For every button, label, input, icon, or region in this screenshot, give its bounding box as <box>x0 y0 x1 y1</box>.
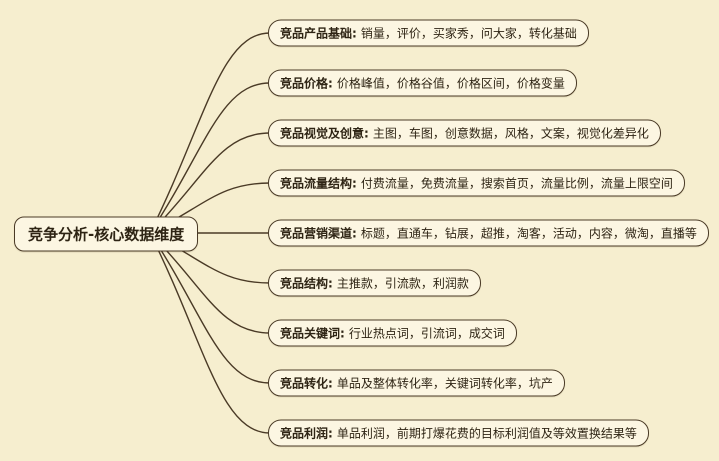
branch-title: 竞品视觉及创意: <box>280 126 369 141</box>
branch-connector <box>149 232 271 334</box>
branch-detail: 标题，直通车，钻展，超推，淘客，活动，内容，微淘，直播等 <box>360 226 697 241</box>
branch-detail: 单品及整体转化率，关键词转化率，坑产 <box>336 376 553 391</box>
branch-title: 竞品产品基础: <box>280 26 357 41</box>
branch-connector <box>149 32 271 234</box>
branch-node-conversion[interactable]: 竞品转化:单品及整体转化率，关键词转化率，坑产 <box>268 369 565 397</box>
branch-node-traffic-structure[interactable]: 竞品流量结构:付费流量，免费流量，搜索首页，流量比例，流量上限空间 <box>268 169 685 197</box>
root-node[interactable]: 竞争分析-核心数据维度 <box>14 216 199 252</box>
branch-title: 竞品结构: <box>280 276 333 291</box>
branch-title: 竞品利润: <box>280 426 333 441</box>
branch-connector <box>149 82 271 234</box>
branch-title: 竞品价格: <box>280 76 333 91</box>
branch-node-visual-creative[interactable]: 竞品视觉及创意:主图，车图，创意数据，风格，文案，视觉化差异化 <box>268 119 661 147</box>
branch-title: 竞品关键词: <box>280 326 345 341</box>
branch-title: 竞品流量结构: <box>280 176 357 191</box>
branch-detail: 销量，评价，买家秀，问大家，转化基础 <box>360 26 577 41</box>
branch-detail: 价格峰值，价格谷值，价格区间，价格变量 <box>336 76 565 91</box>
branch-node-price[interactable]: 竞品价格:价格峰值，价格谷值，价格区间，价格变量 <box>268 69 577 97</box>
branch-detail: 行业热点词，引流词，成交词 <box>348 326 505 341</box>
branch-node-profit[interactable]: 竞品利润:单品利润，前期打爆花费的目标利润值及等效置换结果等 <box>268 419 649 447</box>
branch-detail: 主图，车图，创意数据，风格，文案，视觉化差异化 <box>372 126 649 141</box>
branch-title: 竞品营销渠道: <box>280 226 357 241</box>
branch-node-keywords[interactable]: 竞品关键词:行业热点词，引流词，成交词 <box>268 319 517 347</box>
branch-detail: 付费流量，免费流量，搜索首页，流量比例，流量上限空间 <box>360 176 673 191</box>
branch-node-marketing-channels[interactable]: 竞品营销渠道:标题，直通车，钻展，超推，淘客，活动，内容，微淘，直播等 <box>268 219 709 247</box>
branch-title: 竞品转化: <box>280 376 333 391</box>
branch-detail: 单品利润，前期打爆花费的目标利润值及等效置换结果等 <box>336 426 637 441</box>
branch-connector <box>149 232 271 434</box>
branch-node-structure[interactable]: 竞品结构:主推款，引流款，利润款 <box>268 269 481 297</box>
branch-detail: 主推款，引流款，利润款 <box>336 276 469 291</box>
branch-node-product-basics[interactable]: 竞品产品基础:销量，评价，买家秀，问大家，转化基础 <box>268 19 589 47</box>
branch-connector <box>149 132 271 234</box>
branch-connector <box>149 232 271 384</box>
